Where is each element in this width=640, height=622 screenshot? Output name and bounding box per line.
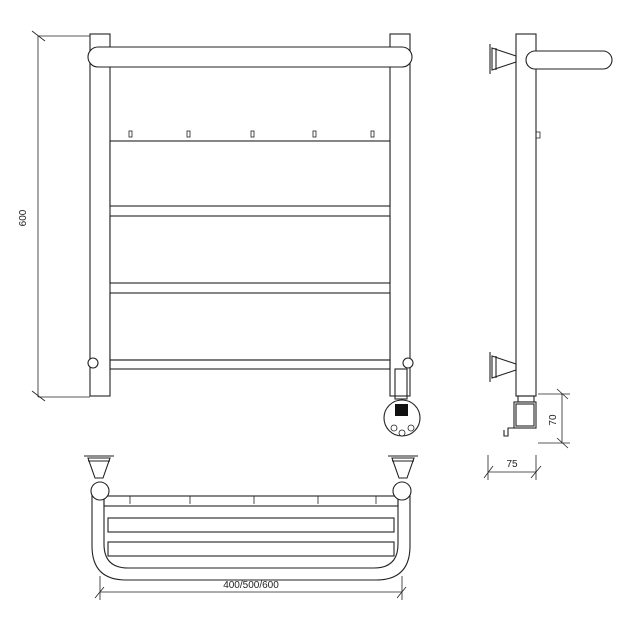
- right-post: [389, 33, 411, 397]
- top-view: 400/500/600: [84, 455, 418, 600]
- height-dimension: 600: [18, 30, 90, 402]
- connector-height-label: 70: [548, 414, 559, 426]
- top-rail-back: [103, 495, 399, 507]
- bottom-wall-bracket: [489, 352, 517, 382]
- control-unit: [383, 368, 421, 437]
- controller-button-icon: [407, 424, 415, 432]
- hook-row: [128, 130, 375, 138]
- bottom-crossbar: [109, 359, 391, 370]
- depth-label: 75: [506, 459, 518, 470]
- controller-display-icon: [395, 404, 408, 416]
- top-rail-front: [107, 541, 395, 557]
- front-view: 600: [18, 30, 421, 437]
- controller-button-icon: [390, 424, 398, 432]
- rail-3: [109, 292, 391, 361]
- width-dimension: 400/500/600: [94, 576, 407, 600]
- lower-left-mount: [87, 357, 99, 369]
- top-towel-bar: [87, 46, 413, 68]
- side-top-arm: [525, 50, 613, 70]
- connector-height-dimension: 70: [538, 388, 570, 449]
- side-connector: [503, 395, 537, 437]
- top-hook-row: [129, 496, 377, 504]
- top-wall-bracket: [489, 44, 517, 74]
- rail-1: [109, 140, 391, 207]
- top-outer-frame: [91, 492, 411, 581]
- depth-dimension: 75: [483, 455, 542, 480]
- side-tube: [515, 33, 537, 397]
- left-top-bracket: [84, 455, 114, 501]
- top-inner-frame: [103, 494, 399, 569]
- top-rail-middle: [107, 517, 395, 533]
- rail-2: [109, 215, 391, 284]
- lower-right-mount: [402, 357, 414, 369]
- side-view: 70 75: [483, 33, 613, 480]
- width-label: 400/500/600: [223, 580, 279, 591]
- side-hook-detail: [536, 131, 541, 139]
- controller-button-icon: [398, 429, 406, 437]
- height-label: 600: [18, 209, 29, 226]
- left-post: [89, 33, 111, 397]
- right-top-bracket: [388, 455, 418, 501]
